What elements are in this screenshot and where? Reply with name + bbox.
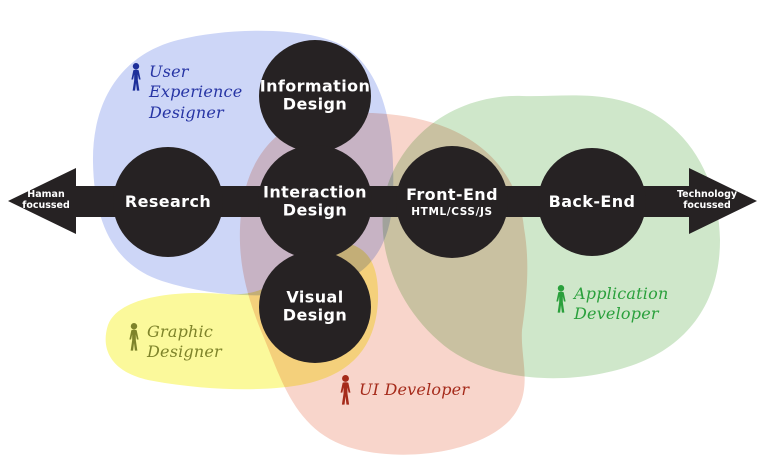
discipline-nodes [113,40,646,363]
application-developer-label: Application Developer [574,284,669,324]
research-node [113,147,223,257]
interaction-design-node [258,145,372,259]
ui-developer-callout: UI Developer [338,374,469,406]
axis-right-label: Technology focussed [676,189,738,211]
application-developer-callout: Application Developer [554,284,668,325]
front-end-sublabel: HTML/CSS/JS [411,205,493,218]
visual-design-node [259,251,371,363]
axis-left-label: Haman focussed [22,189,70,211]
back-end-label: Back-End [548,191,636,211]
ux-designer-label: User Experience Designer [149,62,243,122]
visual-design-label: Visual Design [282,287,348,325]
graphic-designer-callout: Graphic Designer [127,322,222,363]
front-end-label: Front-End HTML/CSS/JS [406,168,498,236]
information-design-node [259,40,371,152]
research-label: Research [124,191,212,211]
ui-developer-label: UI Developer [359,379,470,399]
graphic-designer-person-icon [127,322,141,352]
ux-designer-person-icon [129,62,143,92]
front-end-title: Front-End [406,185,498,205]
application-developer-person-icon [554,284,568,314]
graphic-designer-label: Graphic Designer [147,322,222,362]
information-design-label: Information Design [259,76,371,114]
ui-developer-person-icon [338,374,353,406]
interaction-design-label: Interaction Design [263,182,367,220]
front-end-node [396,146,508,258]
back-end-node [538,148,646,256]
ux-designer-callout: User Experience Designer [129,62,242,123]
axis-arrow [8,168,757,234]
